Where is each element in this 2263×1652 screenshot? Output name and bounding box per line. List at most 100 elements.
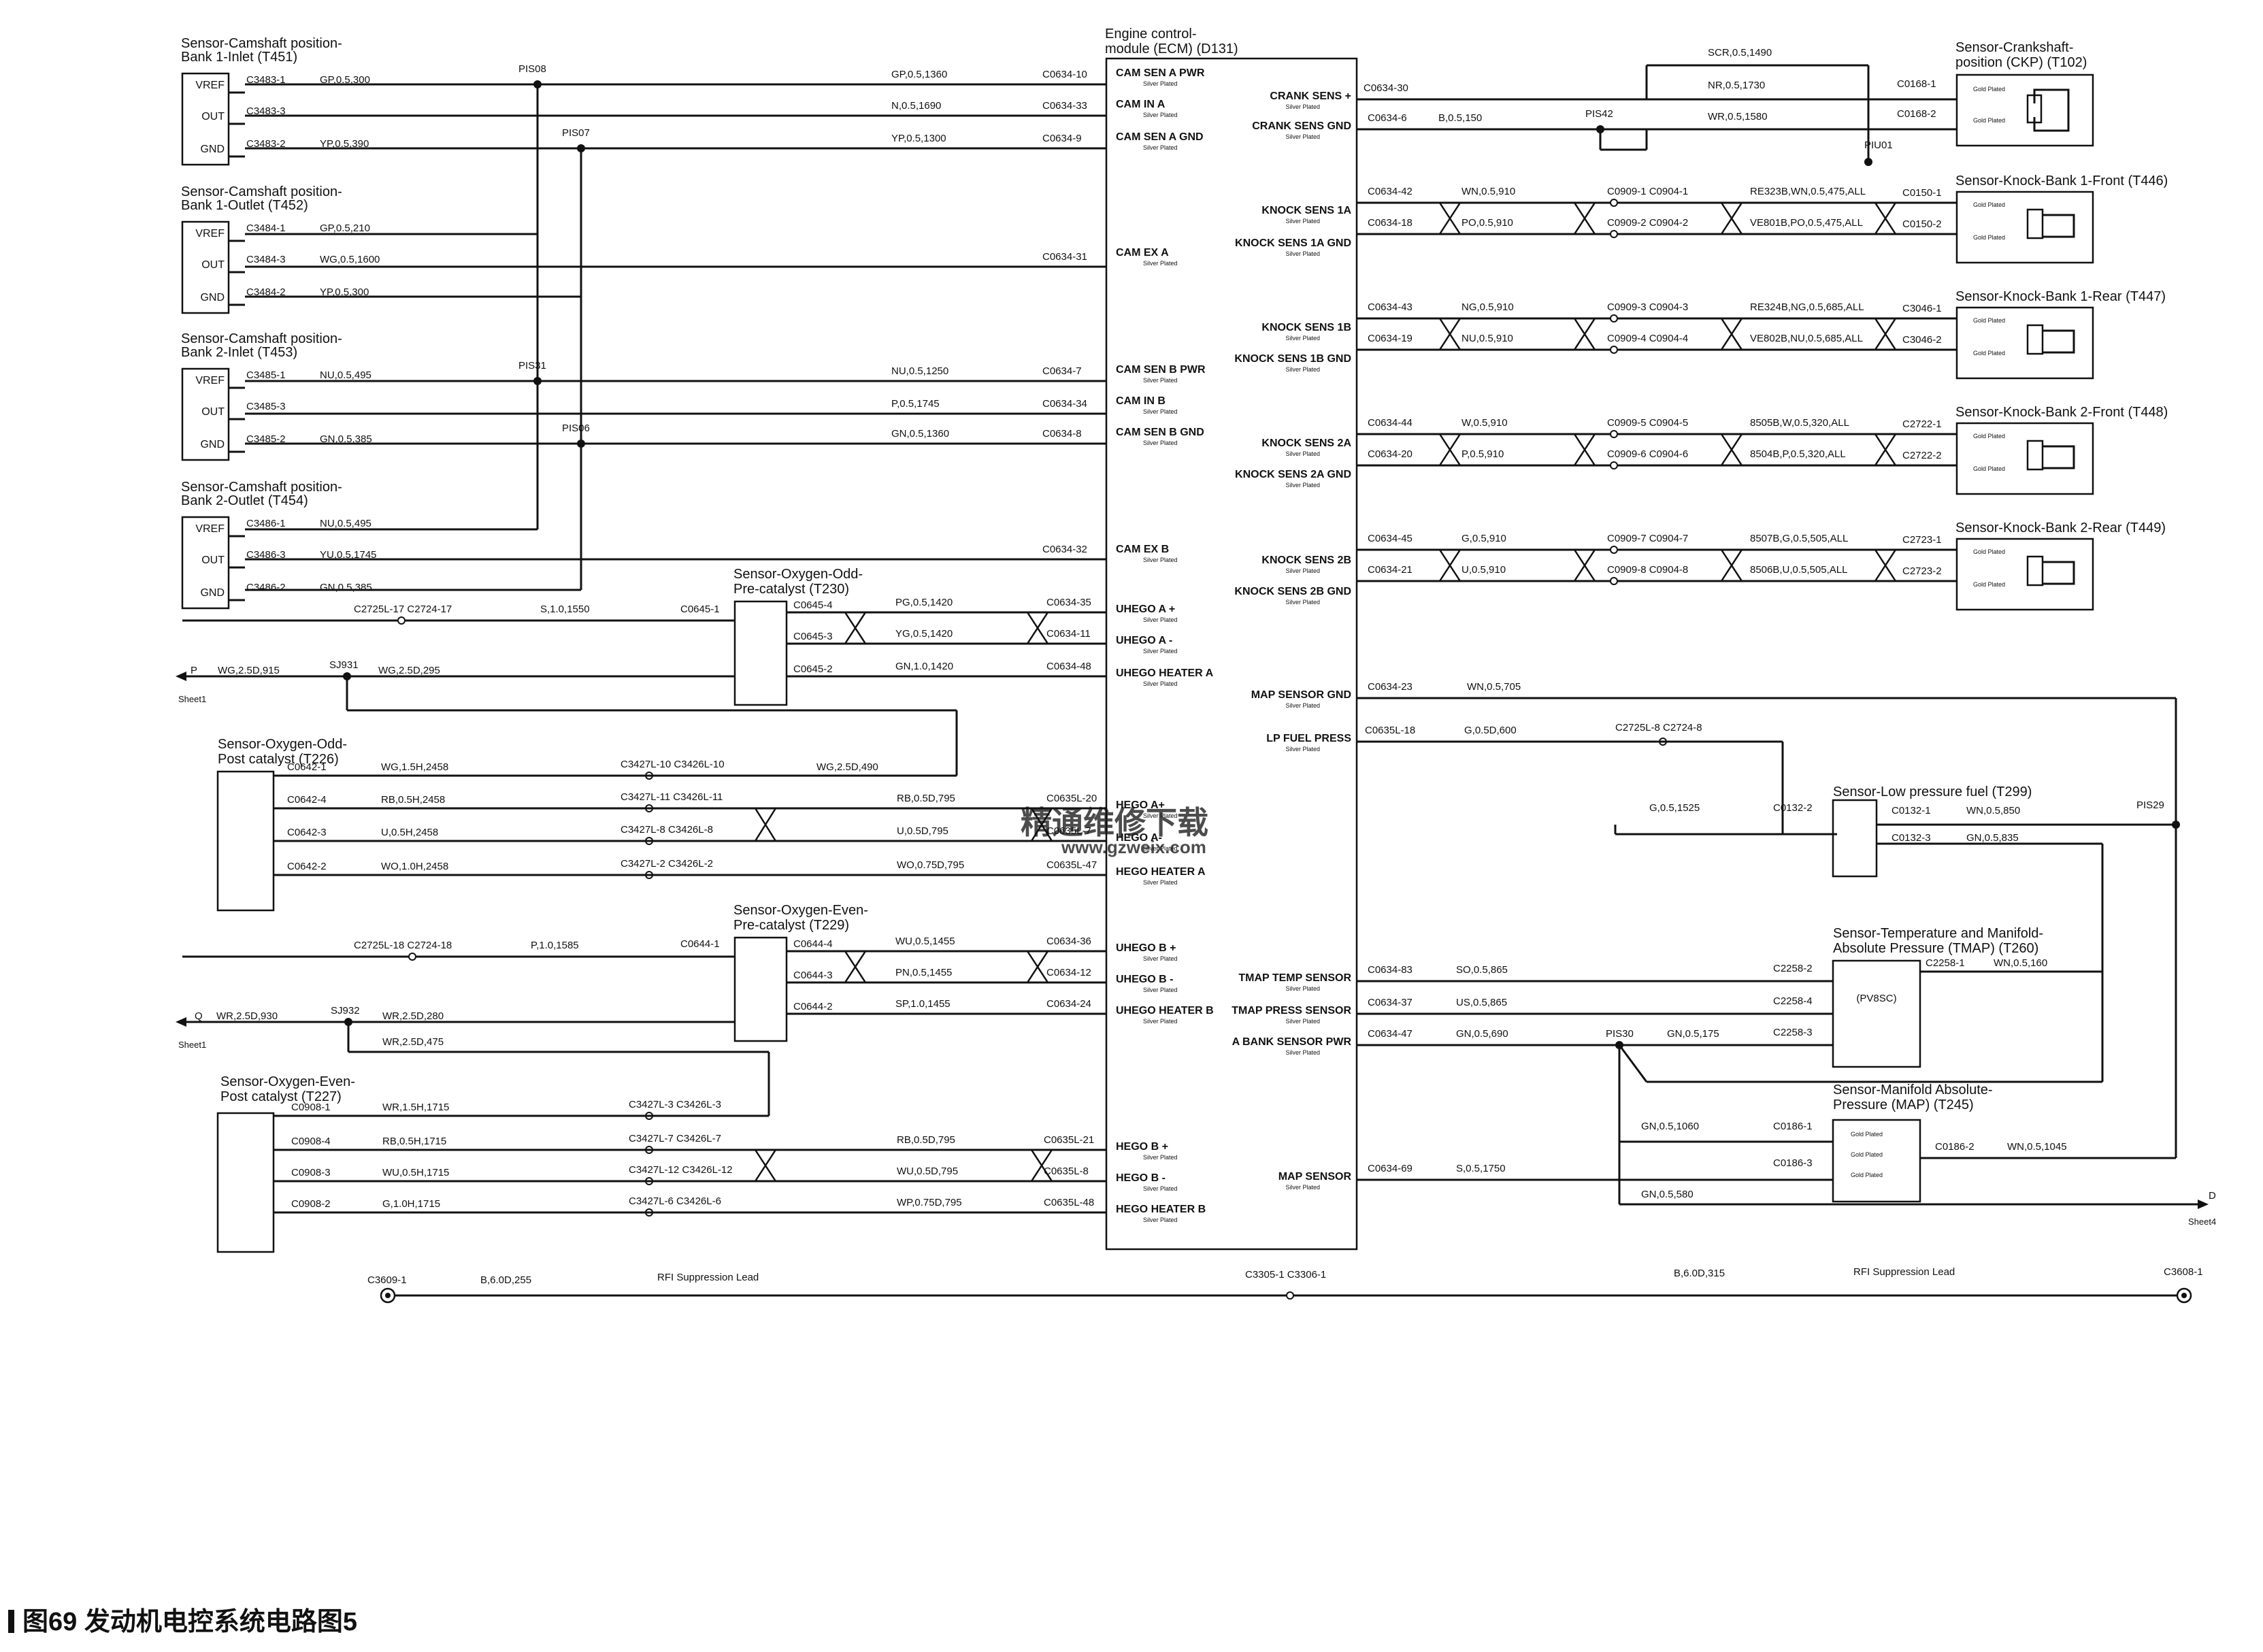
knock-sensor-box <box>1955 191 2094 264</box>
knock-lead-icon <box>2043 445 2075 469</box>
o2-connector-label: C0908-4 <box>291 1136 331 1147</box>
ecm-connector-label: C0634-19 <box>1368 333 1413 344</box>
plating-note: Gold Plated <box>1973 234 2005 241</box>
cam-wire-label: YP,0.5,390 <box>320 138 369 150</box>
cam-connector-label: C3485-2 <box>246 433 286 445</box>
cam-sensor-pin: OUT <box>201 111 225 122</box>
cam-sensor-pin: VREF <box>195 228 225 239</box>
ecm-signal-label: UHEGO B - <box>1116 974 1173 985</box>
cam-connector-label: C3484-1 <box>246 222 286 234</box>
ecm-connector-label: C0634-9 <box>1042 133 1082 144</box>
o2-wire-label: RB,0.5H,2458 <box>381 794 445 806</box>
cam-connector-label: C3486-2 <box>246 582 286 593</box>
knock-wire-label: VE801B,PO,0.5,475,ALL <box>1750 217 1863 229</box>
knock-wire-label: G,0.5,910 <box>1461 533 1506 544</box>
knock-wire-label: 8507B,G,0.5,505,ALL <box>1750 533 1848 544</box>
ecm-signal-label: KNOCK SENS 1B GND <box>1234 353 1351 365</box>
ecm-signal-label: CAM EX B <box>1116 544 1169 555</box>
ckp-sensor-box <box>1955 73 2094 147</box>
ckp-title: position (CKP) (T102) <box>1955 55 2087 70</box>
cam-sensor-pin: GND <box>200 587 225 599</box>
rfi-label: RFI Suppression Lead <box>1853 1266 1955 1278</box>
cam-sensor-box <box>181 72 230 166</box>
inline-connector-label: C0909-5 C0904-5 <box>1607 417 1688 429</box>
cam-sensor-box <box>181 367 230 461</box>
map-connector-label: C0186-1 <box>1773 1121 1813 1132</box>
feed-wire-label: WR,2.5D,930 <box>216 1010 278 1022</box>
ecm-signal-label: HEGO HEATER A <box>1116 866 1206 878</box>
ecm-plating-note: Silver Plated <box>1285 250 1320 257</box>
twist-cross <box>754 1149 777 1182</box>
o2-wire-label: RB,0.5H,1715 <box>382 1136 446 1147</box>
knock-sensor-box <box>1955 422 2094 495</box>
wires <box>176 64 2209 1304</box>
o2-sensor-title: Sensor-Oxygen-Even- <box>733 903 868 918</box>
splice-pis06 <box>577 440 585 448</box>
caption-bar <box>8 1610 14 1633</box>
plating-note: Gold Plated <box>1973 86 2005 93</box>
o2-wire-label: WG,1.5H,2458 <box>381 761 448 773</box>
cam-sensor-title: Bank 1-Outlet (T452) <box>181 198 308 213</box>
ecm-connector-label: C0634-69 <box>1368 1163 1413 1174</box>
ecm-signal-label: CRANK SENS + <box>1270 90 1351 102</box>
twist-cross <box>1573 549 1596 582</box>
twist-cross <box>1874 549 1897 582</box>
o2-wire-label: PG,0.5,1420 <box>895 597 953 608</box>
ecm-module: Engine control- module (ECM) (D131) <box>1105 27 1358 1251</box>
ecm-plating-note: Silver Plated <box>1143 1018 1178 1025</box>
ecm-signal-label: KNOCK SENS 1A <box>1261 205 1351 216</box>
twist-cross <box>844 612 867 644</box>
knock-element-icon <box>2026 440 2044 471</box>
cam-ecm-wire-label: NU,0.5,1250 <box>891 365 948 377</box>
knock-wire-label: P,0.5,910 <box>1461 448 1504 460</box>
ckp-coil-icon <box>2033 88 2070 132</box>
twist-cross <box>1030 1149 1053 1182</box>
cam-sensor-pin: VREF <box>195 523 225 535</box>
map-title: Pressure (MAP) (T245) <box>1833 1097 1974 1112</box>
lp-wire-label: G,0.5,1525 <box>1649 802 1700 814</box>
inline-connector <box>1610 577 1618 585</box>
ecm-signal-label: UHEGO B + <box>1116 942 1176 954</box>
knock-connector-label: C2722-1 <box>1902 418 1942 430</box>
ecm-signal-label: HEGO A- <box>1116 832 1162 844</box>
cam-wire-label: WG,0.5,1600 <box>320 254 380 265</box>
ecm-signal-label: HEGO B + <box>1116 1141 1168 1153</box>
ckp-connector-label: C0168-1 <box>1897 78 1936 90</box>
ecm-connector-label: C0634-47 <box>1368 1028 1413 1040</box>
twist-cross <box>1720 202 1743 235</box>
o2-connector-label: C0908-1 <box>291 1102 331 1113</box>
knock-sensor-box <box>1955 306 2094 380</box>
knock-connector-label: C3046-2 <box>1902 334 1942 346</box>
ground-eyelet-icon <box>385 1293 391 1298</box>
cam-sensor-pin: OUT <box>201 259 225 271</box>
o2-wire-label: WP,0.75D,795 <box>897 1197 962 1208</box>
ecm-plating-note: Silver Plated <box>1285 482 1320 489</box>
twist-cross <box>1026 951 1049 983</box>
ecm-plating-note: Silver Plated <box>1285 702 1320 709</box>
ecm-plating-note: Silver Plated <box>1143 408 1178 415</box>
o2-wire-label: RB,0.5D,795 <box>897 793 955 804</box>
ecm-connector-label: C0634-42 <box>1368 186 1413 197</box>
ecm-plating-note: Silver Plated <box>1143 1185 1178 1192</box>
splice-label: SJ932 <box>331 1005 360 1017</box>
cam-wire-label: GP,0.5,210 <box>320 222 370 234</box>
feed-wire-label: WR,2.5D,475 <box>382 1036 444 1048</box>
ecm-plating-note: Silver Plated <box>1285 1018 1320 1025</box>
o2-wire-label: YG,0.5,1420 <box>895 628 953 640</box>
camshaft-sensors: Sensor-Camshaft position-Bank 1-Inlet (T… <box>181 36 788 1253</box>
lp-fuel-title: Sensor-Low pressure fuel (T299) <box>1833 784 2032 799</box>
o2-wire-label: WU,0.5D,795 <box>897 1166 958 1177</box>
cam-ecm-wire-label: N,0.5,1690 <box>891 100 941 112</box>
knock-lead-icon <box>2043 561 2075 585</box>
ecm-connector-label: C0635L-47 <box>1046 859 1097 871</box>
ecm-plating-note: Silver Plated <box>1285 567 1320 574</box>
ecm-connector-label: C0634-45 <box>1368 533 1413 544</box>
feed-wire-label: WG,2.5D,915 <box>218 665 280 676</box>
ecm-signal-label: CAM SEN B GND <box>1116 427 1204 438</box>
ecm-signal-label: CAM SEN A PWR <box>1116 67 1205 79</box>
map-wire-label: S,0.5,1750 <box>1456 1163 1506 1174</box>
ecm-connector-label: C0634-23 <box>1368 681 1413 693</box>
inline-connector-label: C3427L-10 C3426L-10 <box>621 759 725 770</box>
